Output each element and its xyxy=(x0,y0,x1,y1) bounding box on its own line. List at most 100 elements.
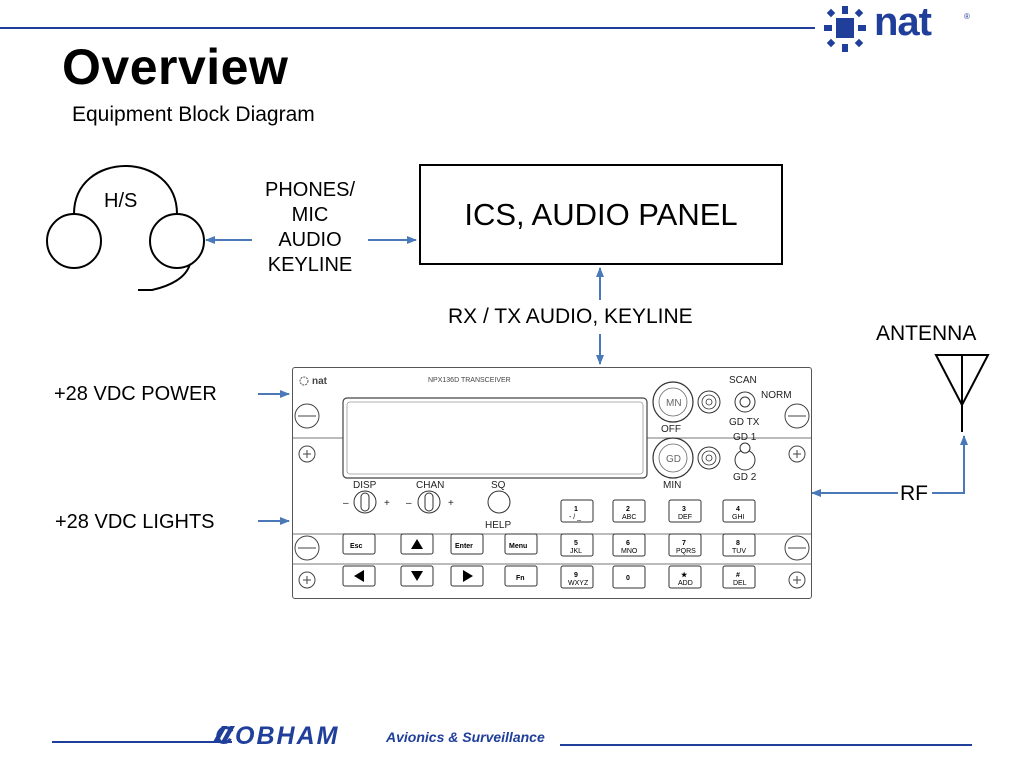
svg-text:0: 0 xyxy=(626,575,630,582)
nat-burst-icon xyxy=(824,6,866,52)
mn-knob[interactable]: MN xyxy=(652,381,694,423)
nat-logo-text: nat xyxy=(874,0,932,44)
antenna-label: ANTENNA xyxy=(876,322,977,345)
headset-label: H/S xyxy=(104,190,138,212)
phillips-screw xyxy=(298,571,316,589)
gd-knob[interactable]: GD xyxy=(652,437,694,479)
svg-text:ABC: ABC xyxy=(622,514,636,521)
ics-audio-panel-box: ICS, AUDIO PANEL xyxy=(419,164,783,265)
svg-text:3: 3 xyxy=(682,506,686,513)
antenna-icon xyxy=(934,354,990,432)
gd-tx-label: GD TX xyxy=(729,417,760,428)
headset-icon xyxy=(46,165,205,291)
phones-mic-line: PHONES/ xyxy=(264,179,356,201)
help-label: HELP xyxy=(485,520,511,531)
esc-key-label: Esc xyxy=(350,543,363,550)
gd1-label: GD 1 xyxy=(733,432,757,443)
panel-nat-icon xyxy=(299,376,309,386)
gd-knob-label: GD xyxy=(666,454,681,465)
registered-mark: ® xyxy=(964,12,970,21)
gd-toggle[interactable] xyxy=(734,442,756,471)
svg-text:9: 9 xyxy=(574,572,578,579)
esc-key[interactable] xyxy=(342,533,376,555)
panel-brand: nat xyxy=(312,376,328,387)
lcd-display xyxy=(342,397,648,479)
svg-text:WXYZ: WXYZ xyxy=(568,580,589,587)
chan-label: CHAN xyxy=(416,480,444,491)
svg-text:★: ★ xyxy=(681,571,688,579)
sq-button[interactable] xyxy=(487,490,511,514)
keypad-key-0[interactable]: 0 xyxy=(612,565,646,589)
down-arrow-icon xyxy=(411,571,423,581)
svg-text:PQRS: PQRS xyxy=(676,548,696,555)
phillips-screw xyxy=(298,445,316,463)
rf-label: RF xyxy=(900,482,928,505)
svg-text:7: 7 xyxy=(682,540,686,547)
cobham-division: Avionics & Surveillance xyxy=(386,729,545,745)
phones-mic-label: PHONES/ MIC AUDIO KEYLINE xyxy=(250,178,370,278)
off-label: OFF xyxy=(661,424,681,435)
header-rule xyxy=(0,27,815,29)
fn-key[interactable] xyxy=(504,565,538,587)
keypad-key-star[interactable]: ★ADD xyxy=(668,565,702,589)
norm-label: NORM xyxy=(761,390,792,401)
phillips-screw xyxy=(788,571,806,589)
enter-key-label: Enter xyxy=(455,543,473,550)
scan-toggle[interactable] xyxy=(734,391,756,413)
scan-label: SCAN xyxy=(729,375,757,386)
phones-mic-line: KEYLINE xyxy=(267,254,353,276)
svg-text:- / _: - / _ xyxy=(569,514,581,521)
rf-feed-line xyxy=(932,437,965,494)
svg-text:DEL: DEL xyxy=(733,580,747,587)
enter-key[interactable] xyxy=(450,533,484,555)
keypad-key-hash[interactable]: #DEL xyxy=(722,565,756,589)
menu-key[interactable] xyxy=(504,533,538,555)
transceiver-panel: nat NPX136D TRANSCEIVER xyxy=(292,367,812,599)
transceiver-face: nat NPX136D TRANSCEIVER xyxy=(293,375,811,589)
panel-model: NPX136D TRANSCEIVER xyxy=(428,377,511,384)
power-label: +28 VDC POWER xyxy=(54,383,217,405)
svg-text:TUV: TUV xyxy=(732,548,746,555)
svg-text:#: # xyxy=(736,572,740,579)
svg-text:DEF: DEF xyxy=(678,514,692,521)
top-encoder[interactable] xyxy=(697,390,721,414)
svg-text:6: 6 xyxy=(626,540,630,547)
phones-mic-line: MIC xyxy=(291,204,329,226)
disp-minus: – xyxy=(343,498,349,509)
svg-text:GHI: GHI xyxy=(732,514,745,521)
cobham-slash-icon xyxy=(213,726,235,742)
disp-plus: + xyxy=(384,498,390,509)
phones-mic-line: AUDIO xyxy=(278,229,342,251)
menu-key-label: Menu xyxy=(509,543,527,550)
right-arrow-icon xyxy=(463,570,473,582)
page-title: Overview xyxy=(62,39,289,95)
mn-knob-label: MN xyxy=(666,398,682,409)
disp-knob[interactable] xyxy=(353,490,377,514)
min-label: MIN xyxy=(663,480,681,491)
phillips-screw xyxy=(788,445,806,463)
chan-knob[interactable] xyxy=(417,490,441,514)
fn-key-label: Fn xyxy=(516,575,525,582)
cobham-logo-text: COBHAM xyxy=(215,722,340,750)
svg-text:2: 2 xyxy=(626,506,630,513)
bottom-encoder[interactable] xyxy=(697,446,721,470)
svg-text:JKL: JKL xyxy=(570,548,582,555)
lights-label: +28 VDC LIGHTS xyxy=(55,511,215,533)
svg-text:MNO: MNO xyxy=(621,548,638,555)
svg-text:4: 4 xyxy=(736,506,740,513)
disp-label: DISP xyxy=(353,480,377,491)
keypad-key-1[interactable]: 1- / _ xyxy=(560,499,594,523)
nat-logo: nat ® xyxy=(820,0,980,54)
svg-text:1: 1 xyxy=(574,506,578,513)
left-arrow-icon xyxy=(354,570,364,582)
up-arrow-icon xyxy=(411,539,423,549)
